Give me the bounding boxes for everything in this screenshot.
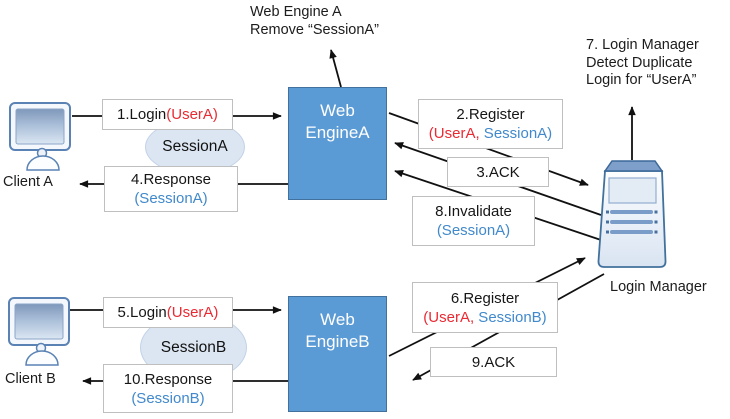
web-engine-b-line1: Web: [320, 310, 355, 329]
message-3-text: 3.ACK: [476, 163, 520, 181]
message-5-arg: (UserA): [166, 304, 219, 321]
message-3-ack: 3.ACK: [447, 157, 549, 187]
session-a-label: SessionA: [162, 138, 228, 155]
web-engine-a-node: Web EngineA: [288, 87, 387, 200]
message-9-text: 9.ACK: [471, 353, 516, 371]
engine-a-note-line2: Remove “SessionA”: [250, 21, 379, 38]
message-6-arg-user: (UserA,: [423, 308, 475, 326]
message-1-arg: (UserA): [166, 106, 218, 123]
session-b-label: SessionB: [160, 338, 227, 356]
message-6-text: 6.Register: [450, 289, 520, 307]
client-b-label: Client B: [5, 371, 56, 387]
web-engine-b-line2: EngineB: [305, 332, 370, 351]
message-10-text: 10.Response: [123, 370, 213, 388]
message-8-invalidate: 8.Invalidate (SessionA): [412, 196, 535, 246]
client-b-icon: [8, 297, 70, 366]
client-a-icon: [9, 102, 71, 171]
message-2-register: 2.Register (UserA, SessionA): [418, 99, 563, 149]
manager-note-line2: Detect Duplicate: [586, 54, 693, 71]
web-engine-b-node: Web EngineB: [288, 296, 387, 412]
message-8-arg: (SessionA): [436, 222, 511, 239]
manager-note-line3: Login for “UserA”: [586, 72, 697, 88]
message-6-register: 6.Register (UserA, SessionB): [412, 282, 558, 333]
message-2-arg-user: (UserA,: [428, 125, 480, 142]
message-10-arg: (SessionB): [131, 389, 205, 407]
message-1-login: 1.Login(UserA): [102, 99, 233, 130]
message-6-arg-session: SessionB): [474, 308, 547, 326]
message-8-text: 8.Invalidate: [435, 203, 512, 220]
message-1-text: 1.Login: [117, 106, 167, 123]
arrow-engine-a-note: [329, 49, 342, 88]
message-4-response: 4.Response (SessionA): [104, 166, 238, 212]
message-2-arg-session: SessionA): [479, 125, 553, 142]
manager-note-line1: 7. Login Manager: [586, 37, 699, 53]
message-5-text: 5.Login: [117, 304, 167, 321]
message-4-text: 4.Response: [130, 171, 212, 188]
engine-a-note: Web Engine A Remove “SessionA”: [250, 4, 379, 39]
message-5-login: 5.Login(UserA): [103, 297, 233, 328]
server-icon: [597, 160, 667, 268]
message-2-text: 2.Register: [456, 106, 525, 123]
web-engine-a-line2: EngineA: [305, 123, 370, 142]
message-10-response: 10.Response (SessionB): [103, 364, 233, 413]
engine-a-note-line1: Web Engine A: [250, 4, 342, 20]
client-a-label: Client A: [3, 174, 53, 190]
message-9-ack: 9.ACK: [430, 347, 557, 377]
message-4-arg: (SessionA): [134, 190, 208, 207]
web-engine-a-line1: Web: [320, 101, 355, 120]
login-manager-label: Login Manager: [610, 279, 707, 295]
manager-note: 7. Login Manager Detect Duplicate Login …: [586, 37, 699, 90]
